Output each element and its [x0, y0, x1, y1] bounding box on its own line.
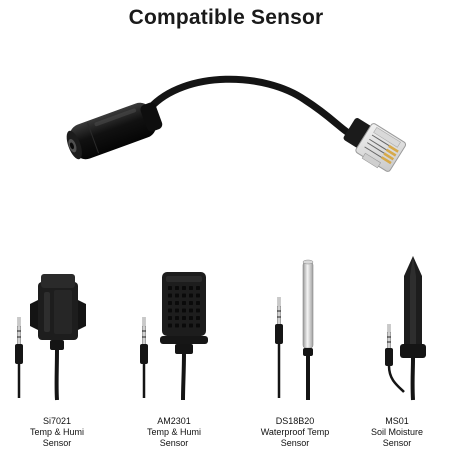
vent-hole — [175, 316, 179, 320]
vent-hole — [175, 293, 179, 298]
vent-hole — [196, 308, 200, 313]
sensor-caption-si7021: Si7021 Temp & Humi Sensor — [2, 416, 112, 449]
vent-hole — [189, 316, 193, 320]
vent-hole — [196, 301, 200, 305]
vent-hole — [175, 323, 179, 328]
sensor-caption-ms01: MS01 Soil Moisture Sensor — [342, 416, 452, 449]
vent-hole — [182, 293, 186, 298]
vent-hole — [196, 293, 200, 298]
sensor-caption-ds18b20: DS18B20 Waterproof Temp Sensor — [240, 416, 350, 449]
am2301-sensor-icon — [140, 272, 208, 401]
vent-hole — [175, 301, 179, 305]
vent-hole — [196, 286, 200, 290]
vent-hole — [196, 323, 200, 328]
vent-hole — [196, 316, 200, 320]
sensor-desc-line: Waterproof Temp — [260, 427, 330, 437]
vent-hole — [189, 286, 193, 290]
vent-hole — [189, 323, 193, 328]
vent-hole — [168, 316, 172, 320]
sensor-desc-line: Soil Moisture — [370, 427, 424, 437]
vent-hole — [189, 301, 193, 305]
sensor-desc-line: Sensor — [382, 438, 412, 448]
vent-hole — [182, 323, 186, 328]
adapter-cable-icon — [66, 75, 407, 172]
vent-hole — [168, 323, 172, 328]
sensor-desc-line: Sensor — [42, 438, 72, 448]
sensor-desc-line: Sensor — [280, 438, 310, 448]
vent-hole — [175, 286, 179, 290]
sensor-desc-line: Temp & Humi — [146, 427, 201, 437]
sensor-model: Si7021 — [42, 416, 72, 426]
vent-hole — [182, 316, 186, 320]
sensor-model: DS18B20 — [275, 416, 315, 426]
vent-hole — [168, 293, 172, 298]
vent-hole — [182, 301, 186, 305]
sensor-model: MS01 — [385, 416, 409, 426]
ds18b20-probe-icon — [275, 259, 314, 400]
sensor-desc-line: Temp & Humi — [29, 427, 84, 437]
vent-hole — [182, 308, 186, 313]
sensor-caption-am2301: AM2301 Temp & Humi Sensor — [119, 416, 229, 449]
vent-hole — [182, 286, 186, 290]
vent-hole — [168, 286, 172, 290]
ms01-soil-probe-icon — [385, 256, 426, 401]
vent-hole — [168, 301, 172, 305]
vent-hole — [189, 293, 193, 298]
vent-hole — [175, 308, 179, 313]
si7021-sensor-icon — [15, 274, 86, 401]
vent-hole — [168, 308, 172, 313]
page-title: Compatible Sensor — [128, 6, 324, 29]
vent-hole — [189, 308, 193, 313]
sensor-desc-line: Sensor — [159, 438, 189, 448]
sensor-model: AM2301 — [157, 416, 191, 426]
